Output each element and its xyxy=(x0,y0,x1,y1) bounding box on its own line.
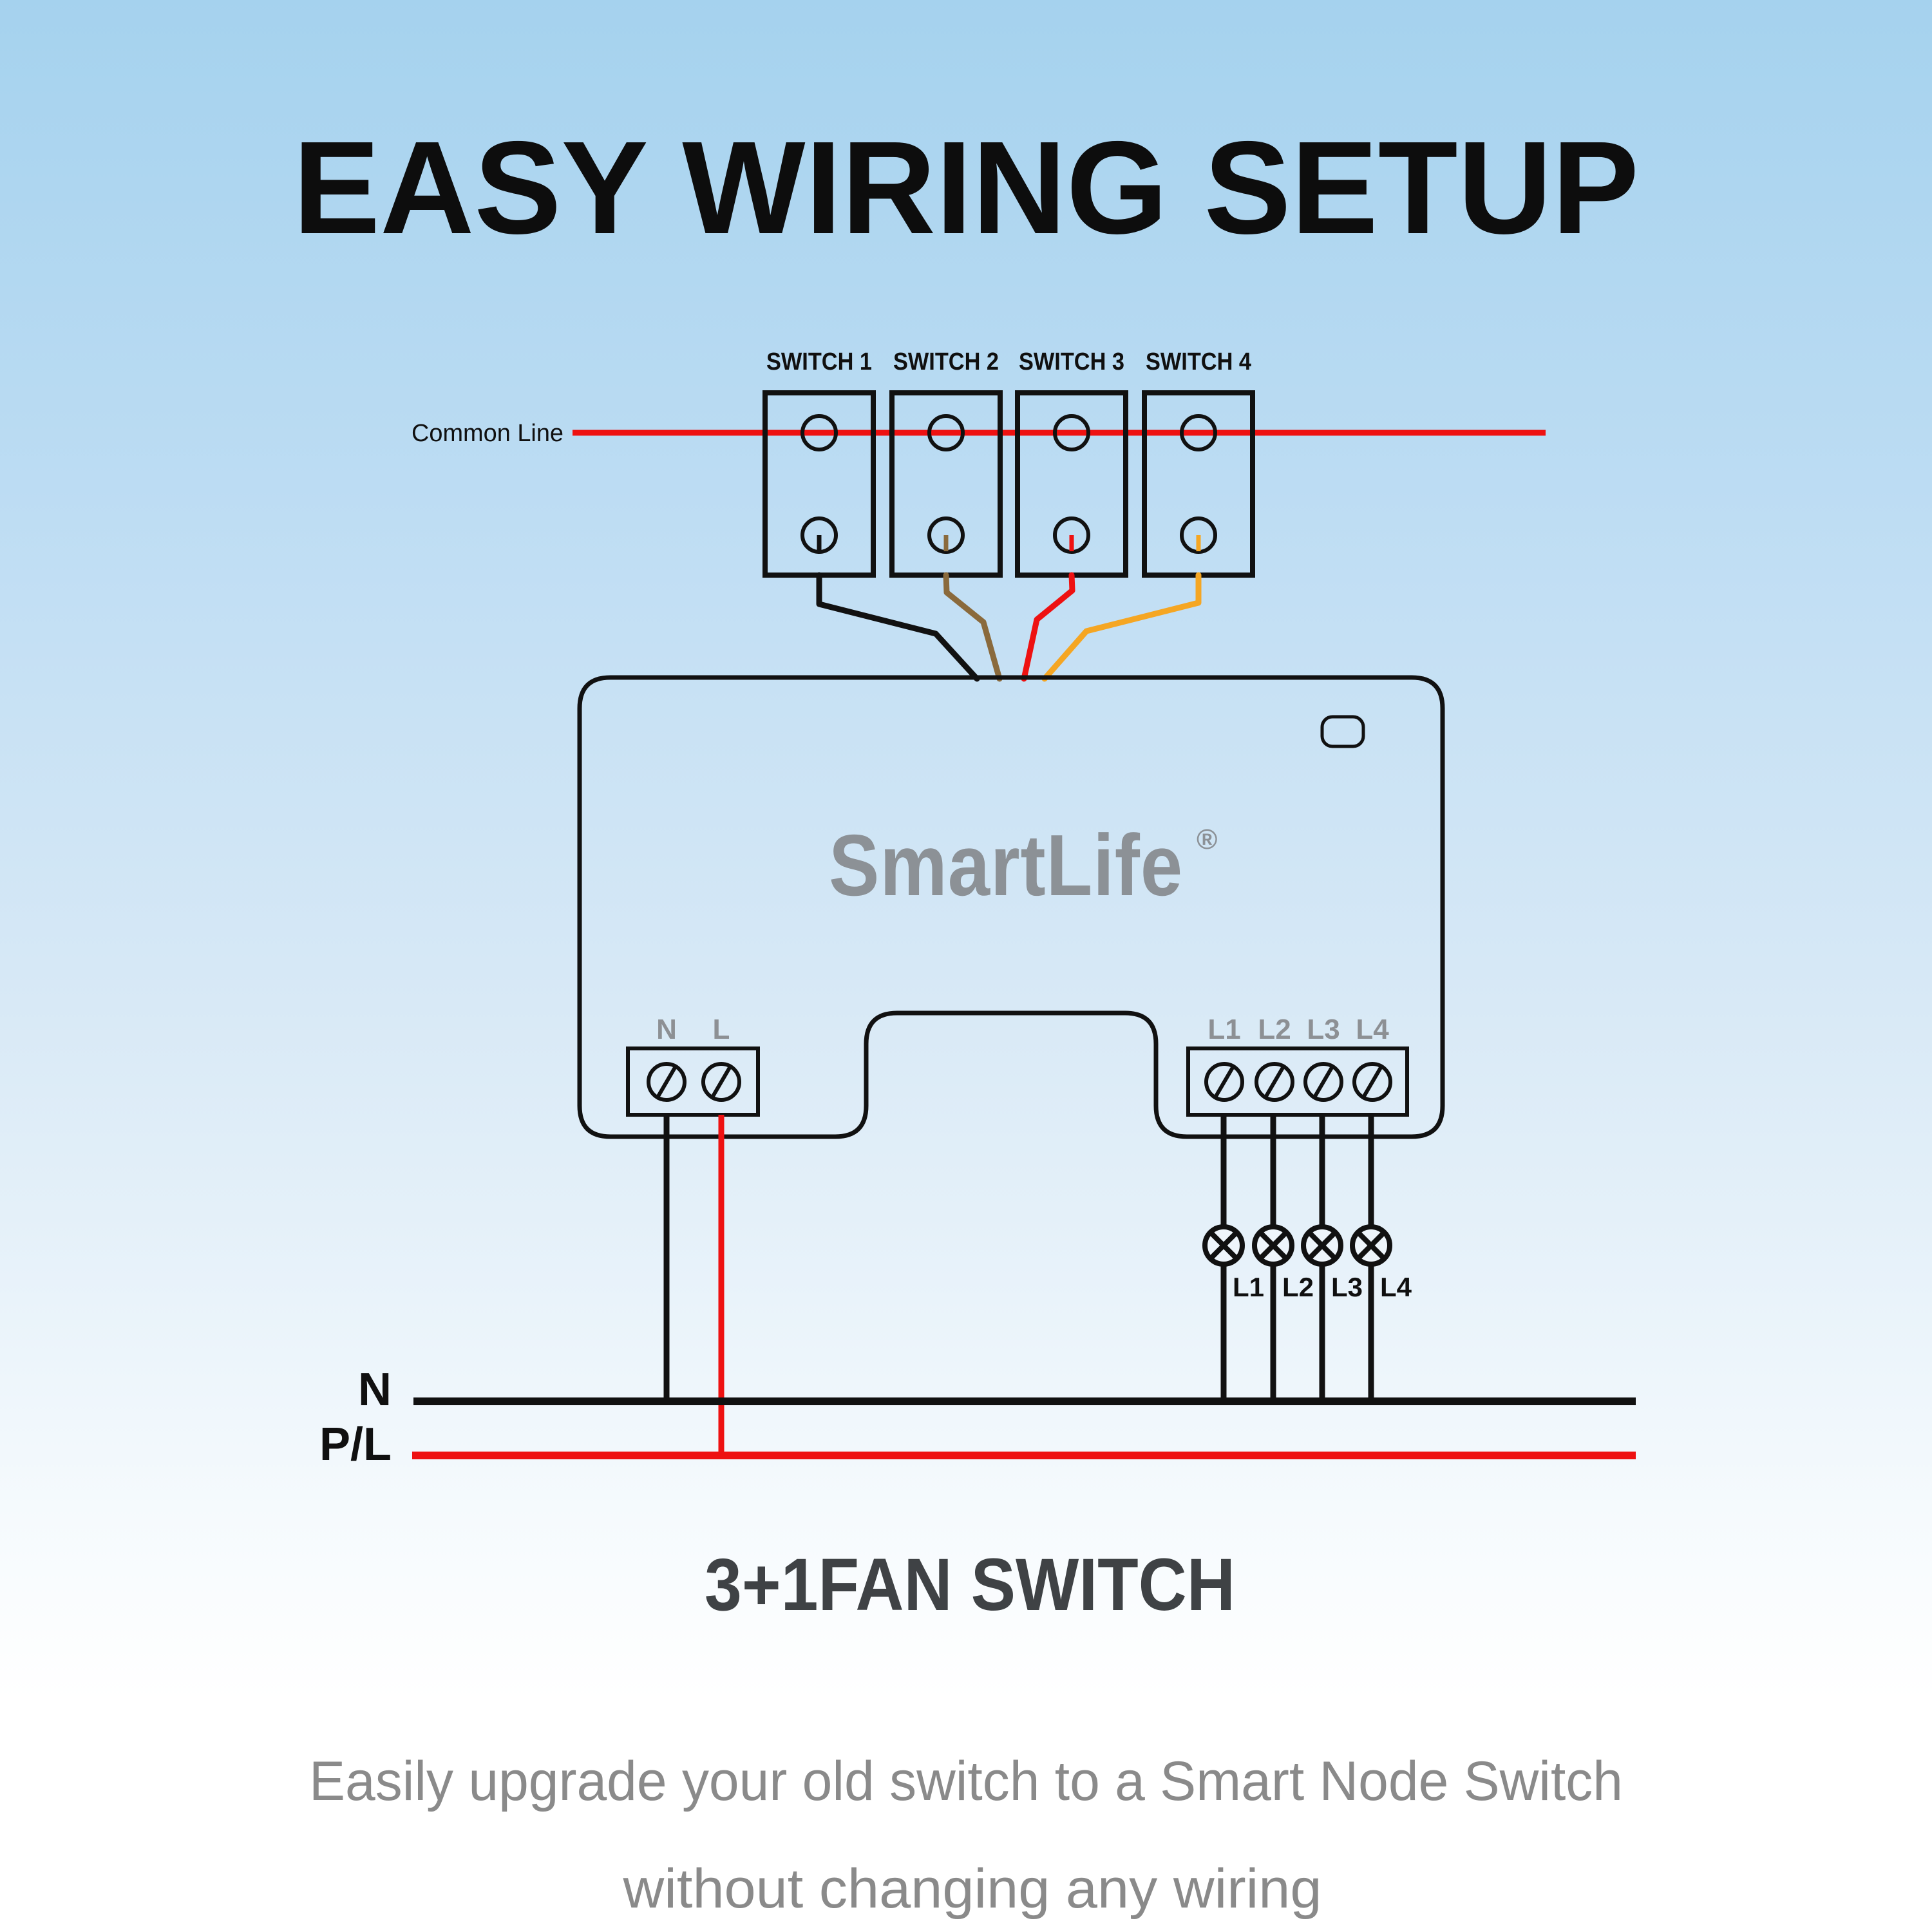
screw-terminal-l2 xyxy=(1255,1062,1294,1102)
switch-2-top-terminal xyxy=(927,414,965,451)
screw-slot-l xyxy=(710,1065,732,1099)
common-line-label: Common Line xyxy=(412,420,564,447)
screw-terminal-l3 xyxy=(1303,1062,1343,1102)
neutral-bus-label: N xyxy=(358,1364,392,1416)
switch-3-top-terminal xyxy=(1053,414,1090,451)
device-n-label: N xyxy=(656,1014,677,1045)
switch-2-bottom-terminal xyxy=(927,516,965,554)
device-l4-label: L4 xyxy=(1356,1014,1389,1045)
switch-1-bottom-terminal xyxy=(800,516,838,554)
switch-1-label: SWITCH 1 xyxy=(766,348,872,375)
switch-1-top-terminal xyxy=(800,414,838,451)
device-l-label: L xyxy=(713,1014,730,1045)
phase-bus-label: P/L xyxy=(319,1419,392,1470)
screw-slot-l2 xyxy=(1264,1065,1285,1099)
load-wires xyxy=(1220,1115,1374,1399)
switch-3-bottom-terminal xyxy=(1053,516,1090,554)
product-heading: 3+1FAN SWITCH xyxy=(705,1544,1235,1626)
switch-4-top-terminal xyxy=(1180,414,1217,451)
screw-terminal-l xyxy=(701,1062,741,1102)
switch-1-wire xyxy=(816,572,980,682)
screw-slot-l4 xyxy=(1361,1065,1383,1099)
screw-terminal-l1 xyxy=(1204,1062,1244,1102)
output-terminal-block xyxy=(1186,1046,1409,1117)
device-l2-label: L2 xyxy=(1258,1014,1291,1045)
screw-slot-l1 xyxy=(1213,1065,1235,1099)
lamp-l4-label: L4 xyxy=(1380,1272,1412,1302)
smart-switch-device-body xyxy=(577,675,1445,1139)
brand-logo: SmartLife xyxy=(829,817,1183,914)
switch-3-label: SWITCH 3 xyxy=(1019,348,1124,375)
lamp-l1-label: L1 xyxy=(1233,1272,1264,1302)
registered-trademark-icon: ® xyxy=(1197,824,1218,855)
switch-4-label: SWITCH 4 xyxy=(1146,348,1251,375)
screw-terminal-n xyxy=(647,1062,687,1102)
switch-2-wire xyxy=(943,572,1003,682)
screw-slot-l3 xyxy=(1312,1065,1334,1099)
screw-terminal-l4 xyxy=(1352,1062,1392,1102)
screw-slot-n xyxy=(656,1065,677,1099)
page-title: EASY WIRING SETUP xyxy=(293,114,1639,261)
switch-3-wire xyxy=(1021,572,1075,682)
subtitle-line-1: Easily upgrade your old switch to a Smar… xyxy=(309,1750,1623,1812)
switch-4-bottom-terminal xyxy=(1180,516,1217,554)
input-terminal-block xyxy=(626,1046,760,1117)
subtitle-line-2: without changing any wiring xyxy=(622,1858,1321,1920)
device-l1-label: L1 xyxy=(1208,1014,1240,1045)
lamp-l2-label: L2 xyxy=(1282,1272,1314,1302)
lamp-l3-label: L3 xyxy=(1331,1272,1363,1302)
device-button xyxy=(1320,715,1365,748)
switch-2-label: SWITCH 2 xyxy=(893,348,999,375)
device-l3-label: L3 xyxy=(1307,1014,1340,1045)
switch-4-wire xyxy=(1041,572,1202,682)
